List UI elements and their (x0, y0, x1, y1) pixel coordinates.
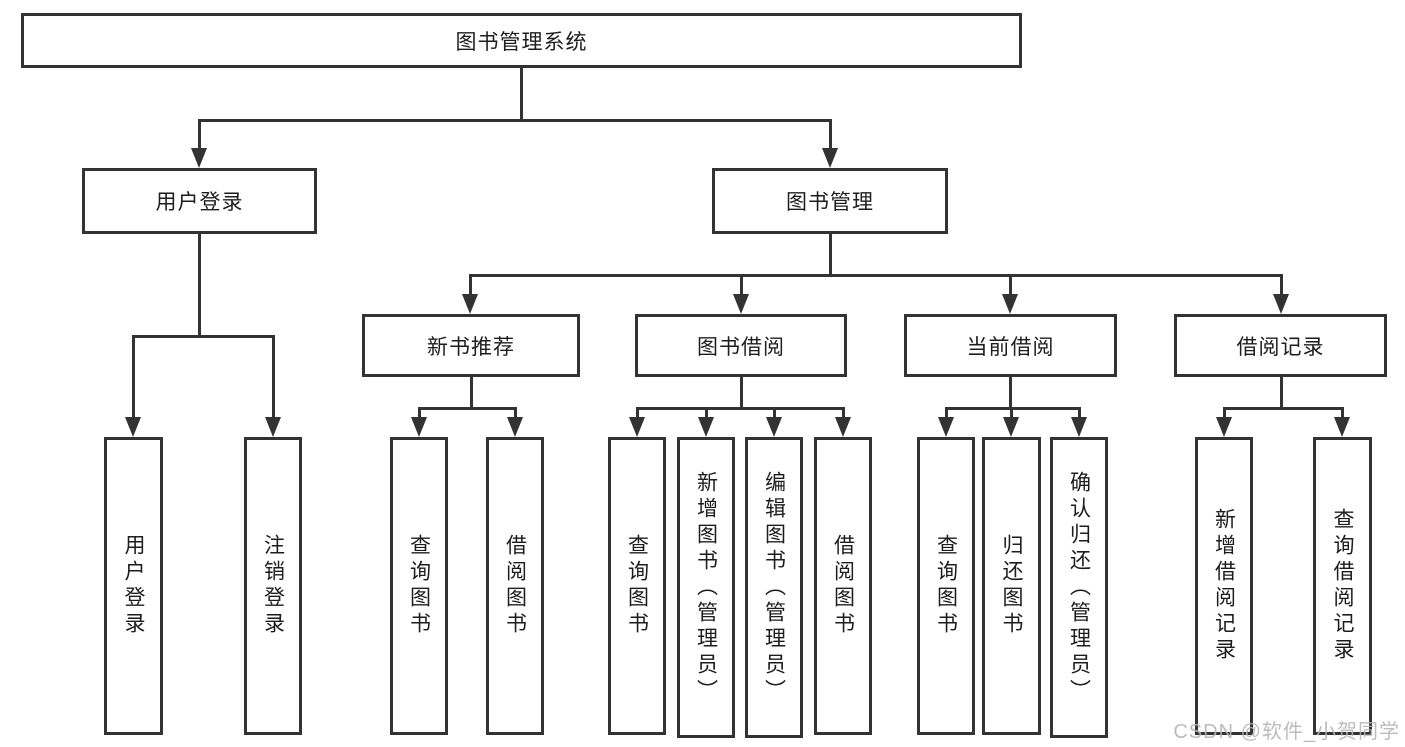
node-current-borrowing: 当前借阅 (904, 314, 1117, 377)
current-borrowing-split-stem (1008, 377, 1012, 410)
node-leaf-add-borrow-record: 新增借阅记录 (1195, 437, 1253, 735)
current-borrowing-split-arrowhead (1003, 417, 1019, 437)
book-borrowing-split-arrowhead (698, 417, 714, 437)
node-label-borrowing-records: 借阅记录 (1236, 335, 1325, 359)
node-label-leaf-logout: 注销登录 (261, 534, 285, 638)
current-borrowing-split-drop (1077, 407, 1081, 421)
root-split-arrowhead (822, 148, 838, 168)
node-label-leaf-user-login: 用户登录 (122, 534, 145, 638)
book-management-split-drop (468, 274, 472, 298)
node-label-leaf-add-borrow-record: 新增借阅记录 (1212, 508, 1236, 664)
node-label-leaf-borrow-book-rec: 借阅图书 (503, 534, 527, 638)
node-leaf-return-book: 归还图书 (982, 437, 1041, 735)
user-login-split-arrowhead (265, 417, 281, 437)
node-label-leaf-confirm-return-admin: 确认归还（管理员） (1067, 470, 1091, 705)
new-book-recommend-split-drop (417, 407, 421, 421)
root-split-bar (197, 119, 832, 122)
book-management-split-arrowhead (1002, 294, 1018, 314)
user-login-split-stem (197, 234, 201, 338)
book-borrowing-split-drop (704, 407, 708, 421)
new-book-recommend-split-arrowhead (507, 417, 523, 437)
current-borrowing-split-bar (944, 407, 1081, 410)
borrowing-records-split-drop (1222, 407, 1226, 421)
node-leaf-borrow-book-rec: 借阅图书 (486, 437, 544, 735)
watermark: CSDN @软件_小贺同学 (1173, 721, 1400, 743)
node-label-user-login-module: 用户登录 (155, 191, 244, 214)
node-label-leaf-edit-book-admin: 编辑图书（管理员） (762, 470, 786, 705)
root-split-stem (519, 68, 523, 122)
book-borrowing-split-drop (772, 407, 776, 421)
book-borrowing-split-arrowhead (629, 417, 645, 437)
node-book-borrowing: 图书借阅 (635, 314, 847, 377)
current-borrowing-split-drop (1009, 407, 1013, 421)
user-login-split-arrowhead (125, 417, 141, 437)
node-leaf-edit-book-admin: 编辑图书（管理员） (745, 437, 803, 738)
root-split-arrowhead (191, 148, 207, 168)
node-leaf-query-book-current: 查询图书 (917, 437, 975, 735)
node-leaf-query-book-rec: 查询图书 (390, 437, 448, 735)
node-borrowing-records: 借阅记录 (1174, 314, 1387, 377)
book-borrowing-split-stem (739, 377, 743, 410)
book-management-split-bar (468, 274, 1283, 277)
node-label-leaf-borrow-book-borrow: 借阅图书 (831, 534, 855, 638)
new-book-recommend-split-stem (469, 377, 473, 410)
user-login-split-bar (131, 335, 275, 338)
node-label-leaf-add-book-admin: 新增图书（管理员） (694, 470, 718, 705)
book-borrowing-split-drop (635, 407, 639, 421)
node-label-new-book-recommend: 新书推荐 (427, 335, 515, 359)
node-new-book-recommend: 新书推荐 (362, 314, 580, 377)
user-login-split-drop (271, 335, 275, 421)
borrowing-records-split-bar (1222, 407, 1344, 410)
node-user-login-module: 用户登录 (82, 168, 317, 234)
node-label-book-borrowing: 图书借阅 (697, 335, 785, 359)
book-borrowing-split-bar (635, 407, 845, 410)
book-management-split-drop (1279, 274, 1283, 298)
node-leaf-confirm-return-admin: 确认归还（管理员） (1050, 437, 1108, 738)
root-split-drop (828, 119, 832, 152)
borrowing-records-split-drop (1340, 407, 1344, 421)
node-label-leaf-query-borrow-record: 查询借阅记录 (1331, 508, 1354, 664)
node-label-leaf-return-book: 归还图书 (1000, 534, 1023, 638)
node-leaf-borrow-book-borrow: 借阅图书 (814, 437, 872, 735)
current-borrowing-split-arrowhead (1071, 417, 1087, 437)
node-label-leaf-query-book-current: 查询图书 (934, 534, 958, 638)
new-book-recommend-split-arrowhead (411, 417, 427, 437)
book-management-split-arrowhead (462, 294, 478, 314)
borrowing-records-split-stem (1279, 377, 1283, 410)
new-book-recommend-split-bar (417, 407, 517, 410)
node-leaf-query-borrow-record: 查询借阅记录 (1313, 437, 1372, 735)
node-label-leaf-query-book-rec: 查询图书 (407, 534, 431, 638)
node-leaf-add-book-admin: 新增图书（管理员） (677, 437, 735, 738)
node-label-book-management-module: 图书管理 (786, 191, 874, 214)
node-label-root: 图书管理系统 (455, 30, 588, 54)
user-login-split-drop (131, 335, 135, 421)
borrowing-records-split-arrowhead (1334, 417, 1350, 437)
book-borrowing-split-drop (841, 407, 845, 421)
book-management-split-drop (739, 274, 743, 298)
book-management-split-stem (828, 234, 832, 277)
node-leaf-query-book-borrow: 查询图书 (608, 437, 666, 735)
new-book-recommend-split-drop (513, 407, 517, 421)
book-management-split-arrowhead (733, 294, 749, 314)
root-split-drop (197, 119, 201, 152)
node-book-management-module: 图书管理 (712, 168, 948, 234)
borrowing-records-split-arrowhead (1216, 417, 1232, 437)
book-management-split-drop (1008, 274, 1012, 298)
book-management-split-arrowhead (1273, 294, 1289, 314)
node-leaf-user-login: 用户登录 (104, 437, 163, 735)
node-label-leaf-query-book-borrow: 查询图书 (625, 534, 649, 638)
book-borrowing-split-arrowhead (766, 417, 782, 437)
book-borrowing-split-arrowhead (835, 417, 851, 437)
current-borrowing-split-arrowhead (938, 417, 954, 437)
node-root: 图书管理系统 (21, 13, 1022, 68)
current-borrowing-split-drop (944, 407, 948, 421)
node-label-current-borrowing: 当前借阅 (966, 335, 1055, 359)
node-leaf-logout: 注销登录 (244, 437, 302, 735)
